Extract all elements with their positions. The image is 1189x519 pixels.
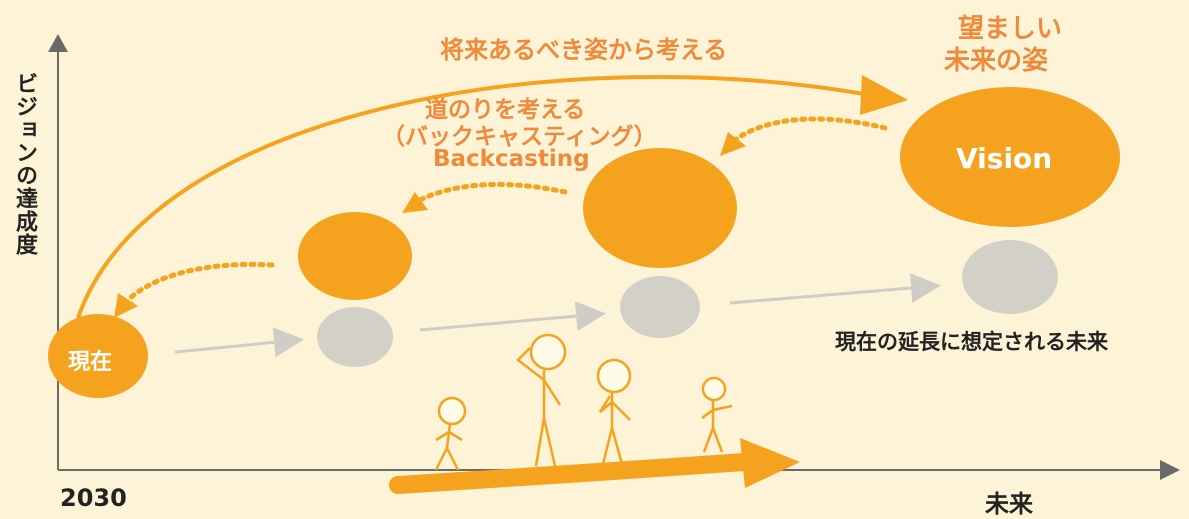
extension-label: 現在の延長に想定される未来 (835, 330, 1108, 354)
vision-title-line2: 未来の姿 (944, 46, 1049, 76)
x-axis-end-label: 未来 (985, 490, 1033, 518)
present-bubble (48, 314, 148, 398)
y-axis-label: ビジョンの達成度 (12, 72, 37, 256)
walking-person-right-icon (701, 376, 733, 453)
x-axis-start-label: 2030 (60, 484, 127, 512)
backcast-line1: 道のりを考える (425, 97, 586, 123)
vision-bubble (900, 87, 1120, 227)
present-label: 現在 (68, 350, 113, 375)
vision-title-line1: 望ましい (958, 14, 1063, 44)
gray-arrow-1 (174, 327, 304, 358)
orange-bubble-1 (298, 212, 412, 300)
orange-bubble-2 (583, 148, 737, 268)
gray-arrow-2 (419, 301, 606, 332)
gray-bubble-3 (962, 240, 1058, 314)
looking-far-person-icon (516, 333, 567, 467)
gray-bubble-1 (317, 307, 393, 367)
y-axis (48, 34, 68, 470)
gray-bubble-2 (620, 276, 700, 338)
gray-arrow-3 (729, 273, 941, 305)
dotted-arrow-2 (402, 181, 568, 213)
backcast-line2: （バックキャスティング） (382, 124, 657, 150)
backcast-line3: Backcasting (433, 146, 590, 172)
top-arc-label: 将来あるべき姿から考える (440, 36, 728, 64)
vision-bubble-label: Vision (956, 142, 1053, 175)
top-arc-arrow (76, 75, 908, 319)
walking-person-small-icon (434, 396, 467, 471)
dotted-arrow-3 (720, 116, 888, 156)
progress-arrow (389, 438, 800, 494)
dotted-arrow-1 (114, 261, 275, 318)
thinking-person-icon (596, 358, 632, 465)
